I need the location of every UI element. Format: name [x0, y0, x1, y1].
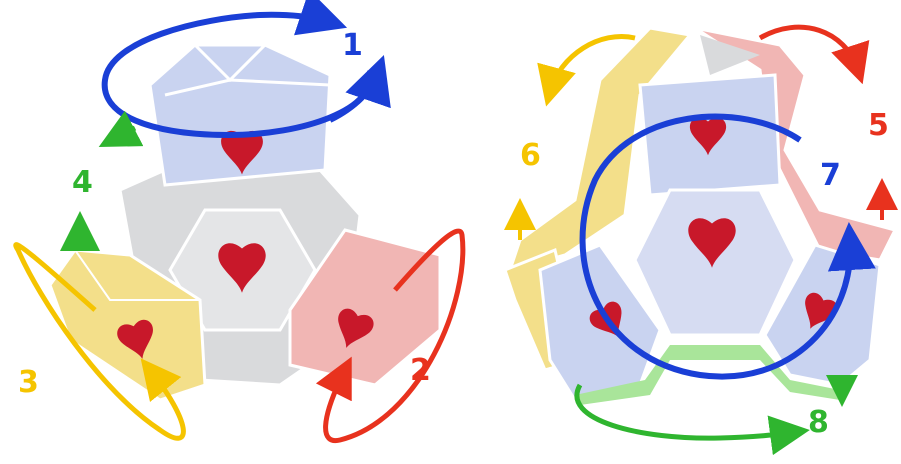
label-8: 8	[808, 405, 829, 440]
label-1: 1	[342, 28, 363, 63]
label-3: 3	[18, 365, 39, 400]
label-4: 4	[72, 165, 93, 200]
label-2: 2	[410, 353, 431, 388]
right-puzzle: 6 5 7 8	[505, 27, 895, 440]
label-7: 7	[820, 158, 841, 193]
turn-arrow-icon	[112, 128, 135, 140]
label-6: 6	[520, 138, 541, 173]
left-puzzle: 1 4 3 2	[16, 15, 463, 441]
right-center-hexagon	[635, 190, 795, 335]
label-5: 5	[868, 108, 889, 143]
